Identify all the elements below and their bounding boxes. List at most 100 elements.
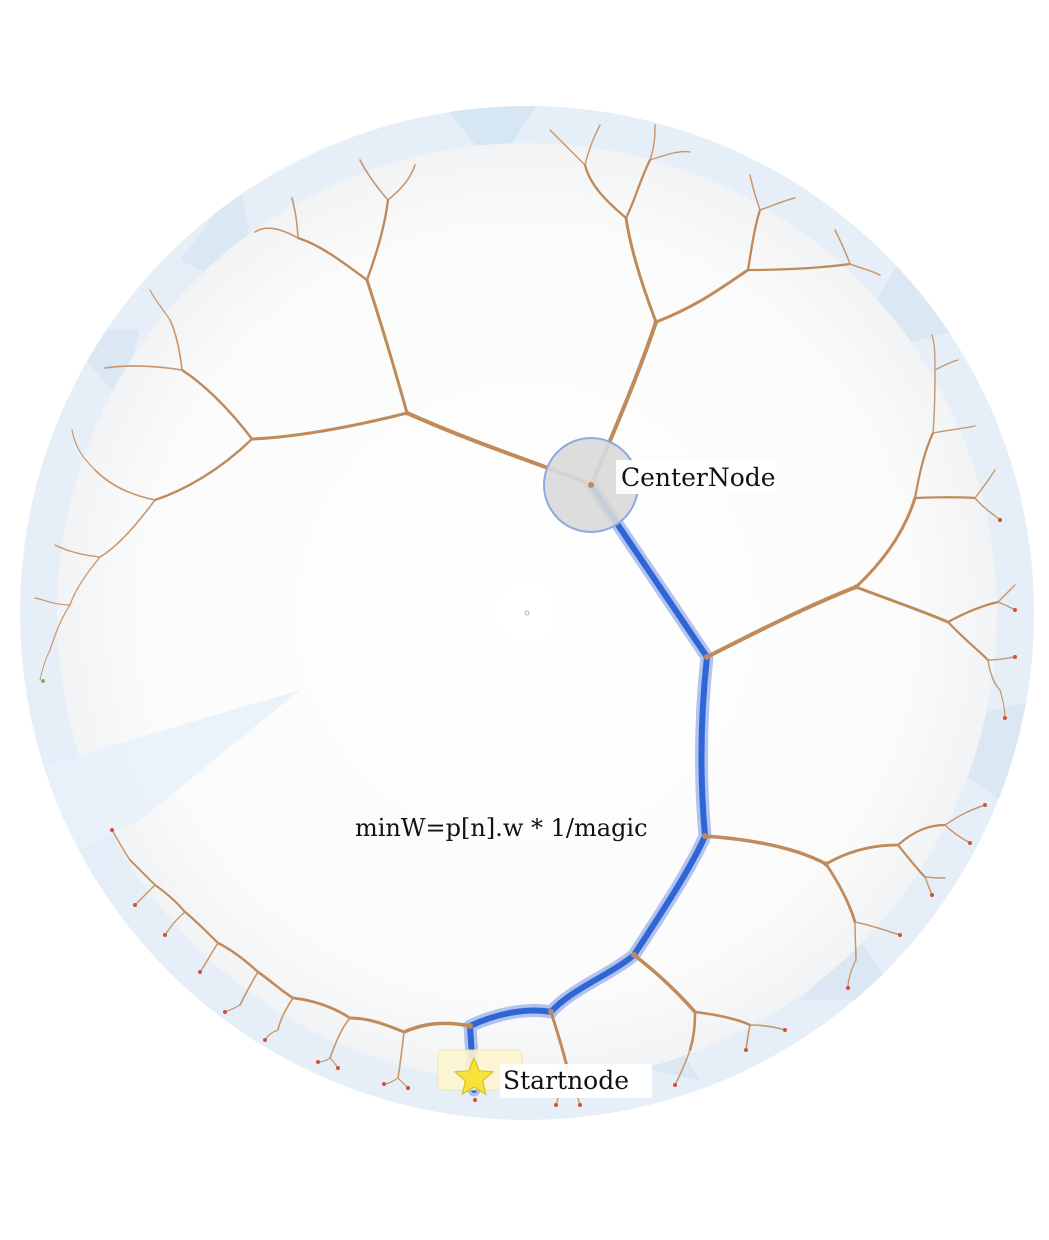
branch bbox=[397, 1031, 405, 1079]
star-icon[interactable] bbox=[453, 1056, 495, 1096]
interior-wedge bbox=[46, 690, 300, 860]
center-node-label: CenterNode bbox=[621, 463, 776, 492]
branch bbox=[705, 585, 858, 659]
branch bbox=[129, 859, 156, 886]
leaf-dot bbox=[382, 1082, 386, 1086]
branch bbox=[94, 469, 156, 558]
start-label-bg bbox=[500, 1064, 652, 1098]
branch bbox=[583, 163, 628, 220]
center-node-dot bbox=[588, 482, 594, 488]
branch bbox=[39, 649, 51, 681]
branch bbox=[693, 1010, 752, 1027]
branch bbox=[183, 910, 220, 945]
branch bbox=[104, 319, 183, 371]
branch bbox=[154, 884, 186, 913]
node-dot bbox=[853, 584, 859, 590]
branch bbox=[164, 911, 186, 936]
leaf-dot bbox=[263, 1038, 267, 1042]
node-dot bbox=[548, 1009, 554, 1015]
branch bbox=[256, 970, 295, 1000]
branch bbox=[153, 437, 254, 502]
branch bbox=[54, 544, 101, 606]
leaf-dot bbox=[1003, 716, 1007, 720]
leaf-dot bbox=[898, 933, 902, 937]
branch bbox=[746, 208, 762, 272]
leaf-dot-green bbox=[41, 679, 45, 683]
branch bbox=[946, 600, 1000, 624]
branch bbox=[329, 1017, 351, 1059]
disk-interior bbox=[57, 143, 997, 1083]
junction-nodes bbox=[404, 319, 859, 1029]
start-node-label: Startnode bbox=[503, 1066, 629, 1095]
node-dot bbox=[467, 1023, 473, 1029]
branch bbox=[624, 216, 658, 324]
leaf-dot bbox=[1013, 655, 1017, 659]
branch bbox=[749, 174, 796, 211]
branch bbox=[254, 197, 299, 239]
origin-marker bbox=[524, 610, 530, 616]
highlight-path bbox=[467, 482, 710, 1093]
branch bbox=[746, 262, 852, 272]
leaf-dot bbox=[998, 518, 1002, 522]
leaf-dot bbox=[846, 986, 850, 990]
branch bbox=[199, 942, 219, 973]
leaf-dot bbox=[578, 1103, 582, 1107]
leaf-dot bbox=[133, 903, 137, 907]
leaf-dot bbox=[336, 1066, 340, 1070]
branch bbox=[999, 689, 1006, 719]
branch bbox=[913, 496, 977, 500]
branch bbox=[365, 198, 390, 282]
branch bbox=[549, 124, 601, 166]
node-dot bbox=[702, 833, 708, 839]
branch bbox=[632, 953, 697, 1014]
branch bbox=[896, 823, 947, 847]
node-dot bbox=[404, 410, 410, 416]
node-dot bbox=[631, 952, 637, 958]
leaf-dot bbox=[983, 803, 987, 807]
branch bbox=[824, 862, 857, 924]
leaf-dot bbox=[163, 933, 167, 937]
branch bbox=[348, 1016, 406, 1034]
formula-label: minW=p[n].w * 1/magic bbox=[355, 814, 648, 842]
center-label-bg bbox=[616, 460, 776, 494]
leaf-dot bbox=[968, 841, 972, 845]
branch bbox=[932, 369, 976, 434]
leaf-dot bbox=[673, 1083, 677, 1087]
leaf-dot bbox=[783, 1028, 787, 1032]
branch bbox=[180, 368, 254, 441]
branch bbox=[703, 834, 828, 866]
leaf-dot bbox=[1013, 608, 1017, 612]
branch bbox=[649, 124, 691, 161]
node-dot bbox=[653, 319, 659, 325]
leaf-dot bbox=[223, 1010, 227, 1014]
branch bbox=[34, 597, 71, 651]
branch bbox=[688, 1010, 697, 1052]
branch bbox=[896, 843, 927, 879]
branch bbox=[365, 278, 409, 415]
leaf-dot bbox=[473, 1098, 477, 1102]
node-dot bbox=[823, 861, 829, 867]
branch bbox=[674, 1049, 691, 1086]
leaf-dot bbox=[744, 1048, 748, 1052]
branch bbox=[216, 941, 260, 974]
branch bbox=[654, 268, 750, 324]
leaf-dot bbox=[554, 1103, 558, 1107]
branch bbox=[854, 921, 901, 961]
leaf-dot bbox=[406, 1086, 410, 1090]
leaf-dot bbox=[930, 893, 934, 897]
branch bbox=[931, 334, 959, 371]
branch bbox=[913, 431, 935, 500]
branch bbox=[834, 229, 881, 276]
branch bbox=[111, 829, 131, 861]
node-dot bbox=[704, 654, 710, 660]
leaf-dot bbox=[110, 828, 114, 832]
tree-branches bbox=[34, 124, 1016, 1106]
branch bbox=[402, 1021, 472, 1034]
branch bbox=[239, 971, 259, 1006]
branch bbox=[854, 496, 917, 589]
branch bbox=[277, 997, 294, 1031]
branch bbox=[250, 411, 409, 441]
branch bbox=[624, 158, 652, 220]
